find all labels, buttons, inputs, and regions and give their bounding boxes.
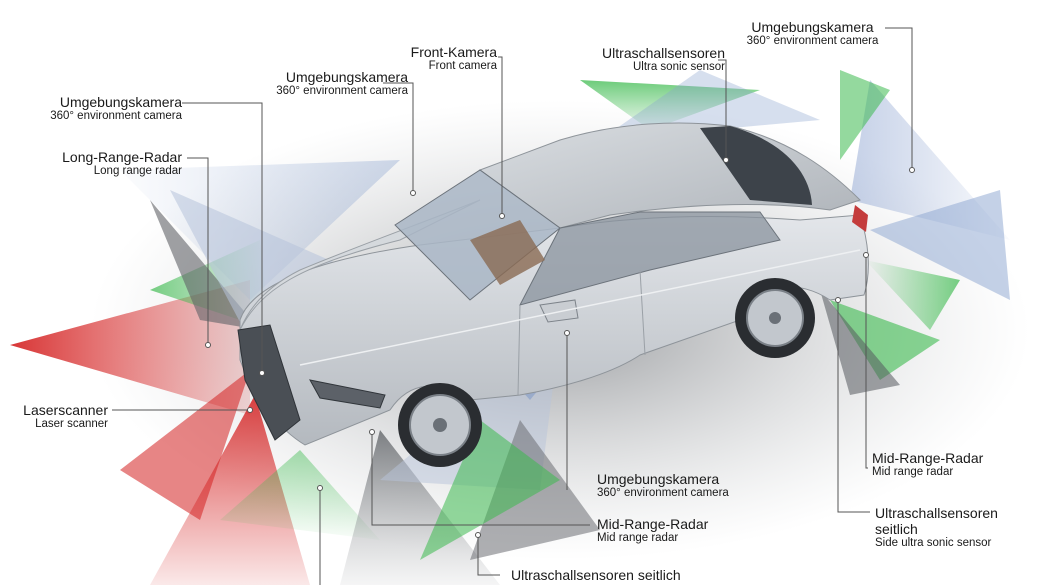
car-grille	[237, 324, 301, 441]
label-en: Front camera	[428, 60, 497, 73]
label-en: 360° environment camera	[597, 487, 729, 500]
leader-lines	[112, 27, 913, 585]
label-ultrasonic-side-front: Ultraschallsensoren seitlich	[511, 567, 681, 583]
label-mid-range-radar-rear: Mid-Range-Radar Mid range radar	[872, 450, 983, 479]
label-de-line2: seitlich	[875, 521, 918, 538]
label-ultrasonic-side-rear: Ultraschallsensoren seitlich Side ultra …	[875, 505, 998, 550]
label-en: Long range radar	[93, 165, 182, 178]
car-headlight	[309, 379, 386, 409]
label-de: Laserscanner	[23, 402, 108, 418]
label-env-camera-front: Umgebungskamera 360° environment camera	[50, 94, 182, 123]
car-mirror	[539, 299, 579, 323]
label-en: Side ultra sonic sensor	[875, 537, 992, 550]
label-de: Ultraschallsensoren seitlich	[511, 567, 681, 583]
label-de: Umgebungskamera	[597, 471, 720, 487]
laser-field-mid	[120, 370, 250, 520]
label-de: Mid-Range-Radar	[872, 450, 984, 466]
label-de: Umgebungskamera	[285, 69, 408, 85]
label-en: Ultra sonic sensor	[632, 61, 725, 74]
label-de: Umgebungskamera	[59, 94, 182, 110]
ultrasonic-field-top	[580, 80, 760, 130]
label-en: 360° environment camera	[746, 35, 879, 48]
label-en: 360° environment camera	[50, 110, 182, 123]
radar-field-top	[600, 70, 820, 140]
car-door-line	[639, 269, 646, 356]
label-env-camera-mirror-top: Umgebungskamera 360° environment camera	[276, 69, 408, 98]
grey-field-rear	[820, 290, 900, 395]
car	[237, 122, 869, 467]
car-rear-window	[700, 126, 812, 205]
label-long-range-radar: Long-Range-Radar Long range radar	[62, 149, 182, 178]
ultrasonic-field-rear-top	[840, 70, 890, 160]
label-en: Mid range radar	[872, 466, 954, 479]
radar-field-rear	[870, 190, 1010, 300]
ultrasonic-field-side-rear	[830, 300, 940, 380]
ultrasonic-field-rear	[865, 260, 960, 330]
car-taillight	[852, 205, 868, 232]
grey-field-front	[340, 430, 500, 585]
front-hub	[433, 418, 447, 432]
label-en: Laser scanner	[35, 418, 108, 431]
label-de: Long-Range-Radar	[62, 149, 182, 165]
car-character-line	[299, 249, 861, 366]
label-de: Umgebungskamera	[751, 19, 874, 35]
laser-field-front	[150, 395, 310, 585]
label-de: Front-Kamera	[410, 44, 497, 60]
label-en: Mid range radar	[597, 532, 679, 545]
car-interior-seats	[470, 220, 545, 285]
label-laserscanner: Laserscanner Laser scanner	[23, 402, 108, 431]
label-front-camera: Front-Kamera Front camera	[411, 44, 497, 73]
label-ultrasonic-top: Ultraschallsensoren Ultra sonic sensor	[602, 45, 725, 74]
label-de: Ultraschallsensoren	[875, 505, 998, 521]
leader-dots	[205, 157, 915, 538]
label-env-camera-rear: Umgebungskamera 360° environment camera	[740, 19, 885, 48]
ultrasonic-field-front	[220, 450, 380, 540]
laser-field-left	[10, 280, 250, 415]
rear-hub	[769, 312, 781, 324]
label-de: Mid-Range-Radar	[597, 516, 709, 532]
label-env-camera-mirror-bottom: Umgebungskamera 360° environment camera	[597, 471, 729, 500]
label-de: Ultraschallsensoren	[602, 45, 725, 61]
label-mid-range-radar-front: Mid-Range-Radar Mid range radar	[597, 516, 708, 545]
label-en: 360° environment camera	[276, 85, 408, 98]
